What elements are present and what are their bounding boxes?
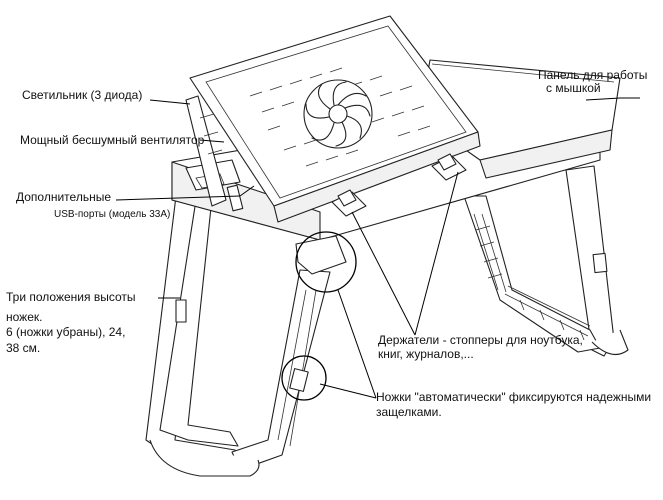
label-usb-1: Дополнительные	[16, 190, 111, 204]
label-height-2: ножек.	[6, 310, 43, 324]
label-legs-2: защелками.	[376, 405, 442, 419]
label-usb-2: USB-порты (модель 33А)	[54, 209, 171, 220]
detail-circle-leg-lock	[281, 355, 327, 401]
left-front-leg	[145, 189, 331, 477]
label-holders-2: книг, журналов,...	[378, 347, 474, 361]
right-rear-leg	[463, 165, 629, 357]
stopper-left	[331, 189, 367, 217]
detail-circle-latch	[295, 231, 357, 293]
fan-icon	[303, 79, 373, 149]
label-lamp: Светильник (3 диода)	[22, 88, 143, 102]
label-legs-1: Ножки "автоматически" фиксируются надежн…	[376, 390, 652, 404]
label-holders-1: Держатели - стопперы для ноутбука,	[378, 333, 583, 347]
label-height-3: 6 (ножки убраны), 24,	[6, 325, 126, 339]
label-mouse-1: Панель для работы	[538, 68, 648, 82]
label-mouse-2: с мышкой	[546, 81, 601, 95]
label-height-1: Три положения высоты	[6, 290, 136, 304]
label-fan: Мощный бесшумный вентилятор	[20, 133, 205, 147]
leader-lines	[115, 97, 640, 399]
tilting-top-board	[185, 15, 481, 223]
label-height-4: 38 см.	[6, 341, 41, 355]
